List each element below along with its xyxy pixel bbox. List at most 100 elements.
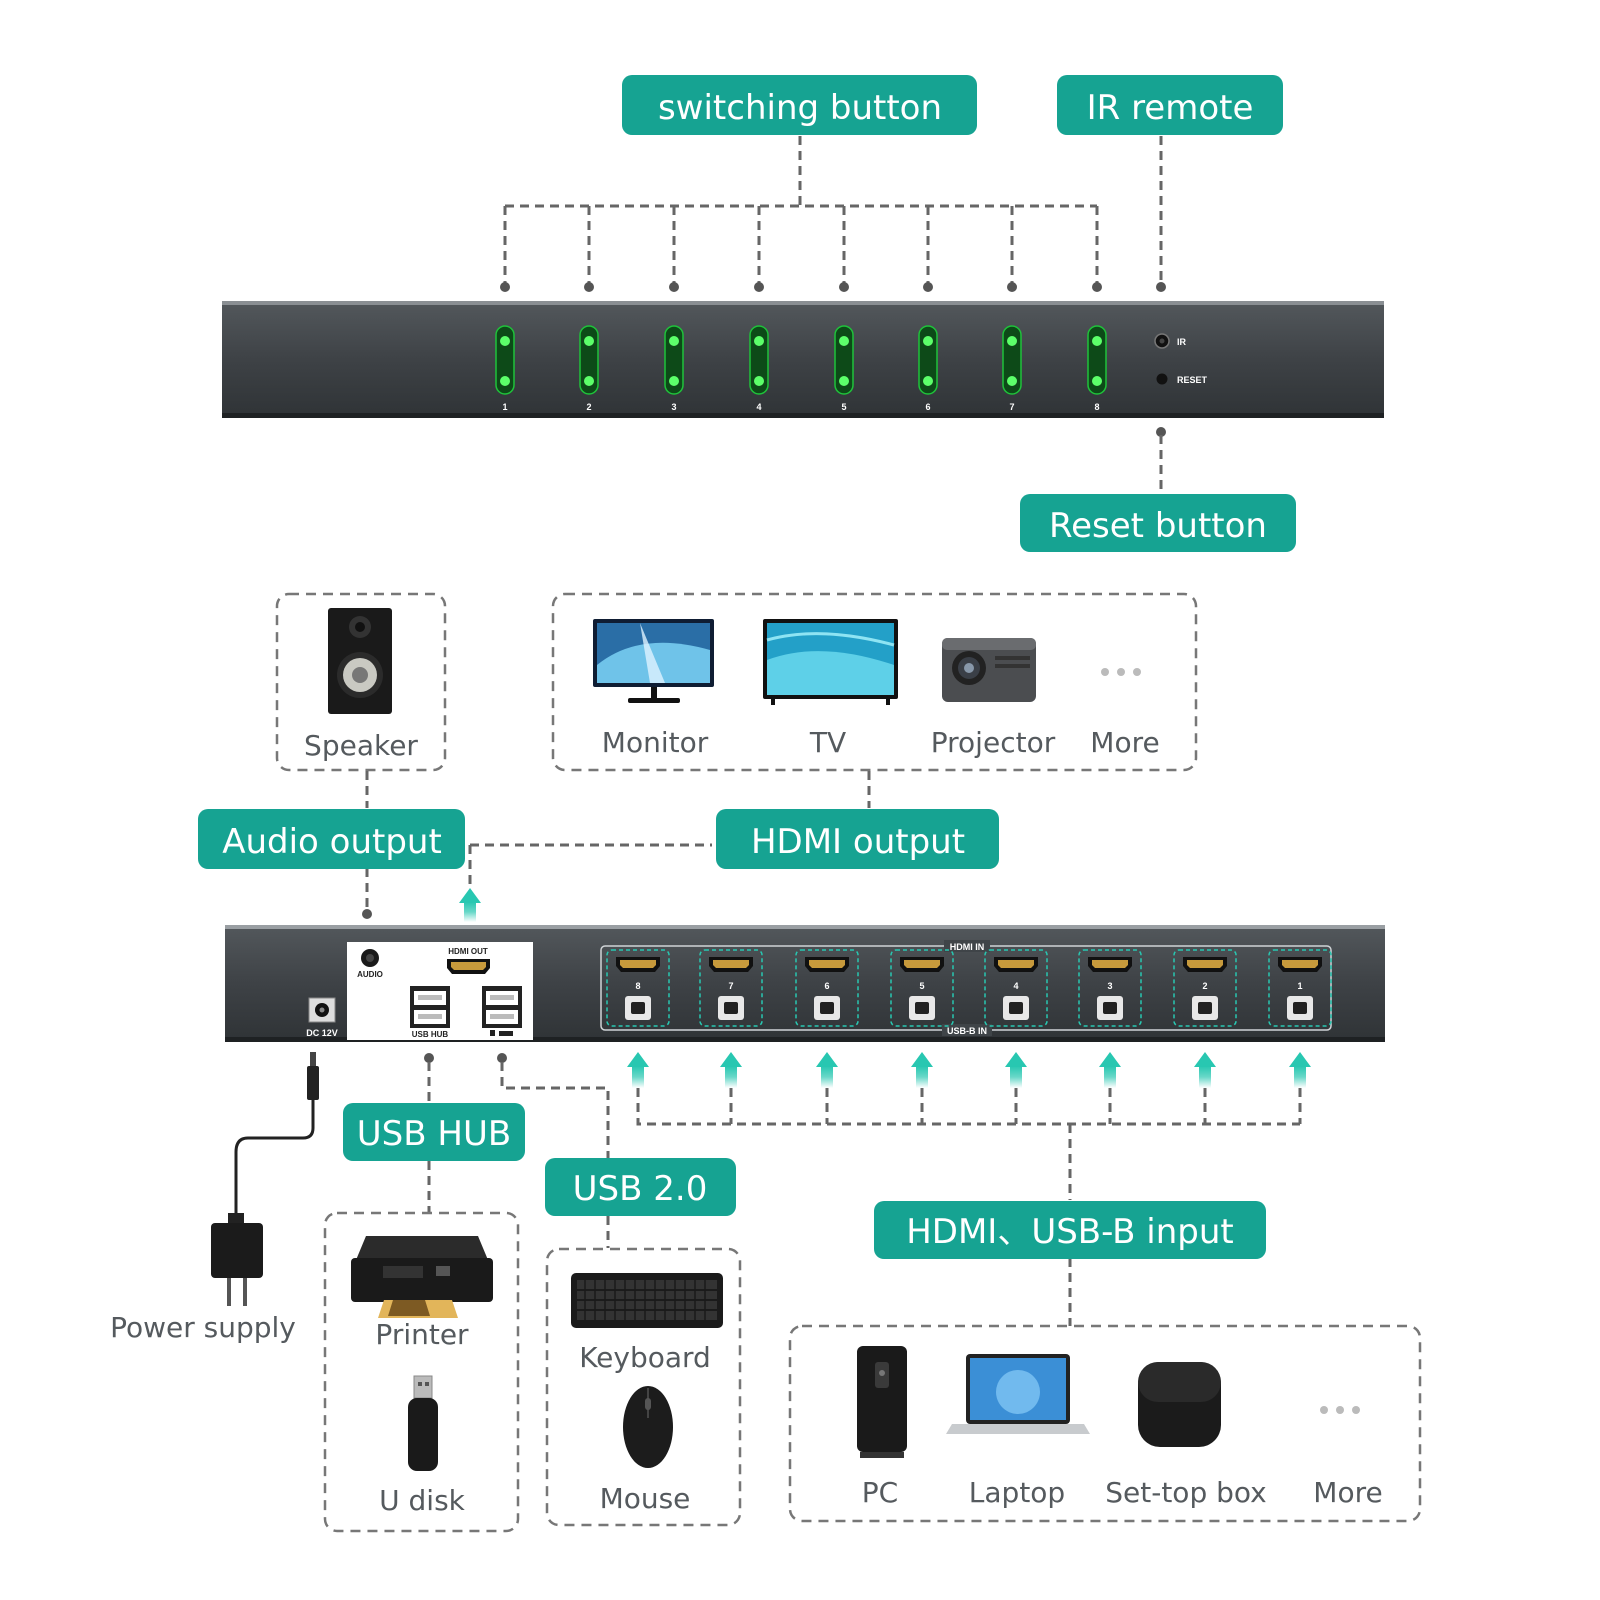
switch-button-3[interactable]: 3 <box>664 325 684 412</box>
switch-button-number: 4 <box>756 402 761 412</box>
switching-button-callout: switching button <box>622 75 977 135</box>
printer-icon <box>351 1236 493 1318</box>
front-panel <box>222 301 1384 418</box>
ir-text: IR <box>1177 337 1187 347</box>
mouse-label: Mouse <box>600 1482 691 1515</box>
input-devices-box: PC Laptop Set-top box More <box>788 1324 1422 1523</box>
power-cable <box>234 1052 319 1215</box>
u-disk-label: U disk <box>379 1484 466 1517</box>
port-number: 3 <box>1107 981 1112 991</box>
input-arrows <box>627 1052 1311 1088</box>
monitor-icon <box>593 619 714 703</box>
monitor-label: Monitor <box>602 726 709 759</box>
input-port-8: 8 <box>606 949 670 1027</box>
switch-connector-dots <box>500 282 1166 437</box>
tv-label: TV <box>809 726 846 759</box>
hdmi-out-arrow-icon <box>459 888 481 922</box>
reset-button-callout: Reset button <box>1020 494 1296 552</box>
hdmi-in-label: HDMI IN <box>950 942 985 952</box>
front-buttons: 1 2 3 4 5 6 7 8 <box>495 325 1107 412</box>
set-top-box-icon <box>1138 1362 1221 1447</box>
input-arrow-icon <box>1194 1052 1216 1088</box>
keyboard-icon <box>571 1273 723 1328</box>
switch-button-2[interactable]: 2 <box>579 325 599 412</box>
dc-port-label: DC 12V <box>306 1028 338 1038</box>
printer-label: Printer <box>375 1318 469 1351</box>
reset-button-label: Reset button <box>1049 506 1267 546</box>
laptop-icon <box>946 1354 1090 1434</box>
rear-ports: 8 7 6 5 4 3 2 1 <box>606 949 1332 1027</box>
rear-panel <box>225 925 1385 1042</box>
usb-kbm-ports <box>482 986 522 1036</box>
speaker-icon <box>328 608 392 714</box>
input-arrow-icon <box>720 1052 742 1088</box>
speaker-label: Speaker <box>304 729 418 762</box>
input-arrow-icon <box>1289 1052 1311 1088</box>
switching-button-label: switching button <box>658 88 942 128</box>
laptop-label: Laptop <box>969 1476 1065 1509</box>
pc-icon <box>857 1346 907 1458</box>
input-port-7: 7 <box>699 949 763 1027</box>
more-output-label: More <box>1090 726 1159 759</box>
port-number: 2 <box>1202 981 1207 991</box>
input-arrow-icon <box>627 1052 649 1088</box>
switch-button-5[interactable]: 5 <box>834 325 854 412</box>
switch-button-1[interactable]: 1 <box>495 325 515 412</box>
hdmi-usbb-input-label: HDMI、USB-B input <box>906 1212 1234 1252</box>
usb-hub-devices-box: Printer U disk <box>323 1211 520 1533</box>
audio-jack: AUDIO <box>357 949 383 979</box>
tv-icon <box>763 619 898 705</box>
port-number: 8 <box>635 981 640 991</box>
port-number: 6 <box>824 981 829 991</box>
dc-power-port: DC 12V <box>306 997 338 1038</box>
input-port-2: 2 <box>1173 949 1237 1027</box>
more-input-label: More <box>1313 1476 1382 1509</box>
audio-port-label: AUDIO <box>357 970 383 979</box>
keyboard-label: Keyboard <box>579 1341 711 1374</box>
hdmi-usbb-in-frame: HDMI IN USB-B IN <box>600 940 1332 1036</box>
hdmi-out-port-label: HDMI OUT <box>448 947 488 956</box>
audio-output-label: Audio output <box>222 822 442 862</box>
projector-icon <box>942 638 1036 702</box>
input-port-6: 6 <box>795 949 859 1027</box>
port-number: 5 <box>919 981 924 991</box>
usb-20-callout: USB 2.0 <box>545 1158 736 1216</box>
power-adapter-icon <box>211 1213 263 1306</box>
switch-button-number: 6 <box>925 402 930 412</box>
input-port-3: 3 <box>1078 949 1142 1027</box>
switch-button-4[interactable]: 4 <box>749 325 769 412</box>
usb-20-devices-box: Keyboard Mouse <box>545 1247 742 1527</box>
switch-button-number: 2 <box>586 402 591 412</box>
input-port-5: 5 <box>890 949 954 1027</box>
switch-button-7[interactable]: 7 <box>1002 325 1022 412</box>
switch-button-8[interactable]: 8 <box>1087 325 1107 412</box>
reset-button[interactable]: RESET <box>1156 373 1208 386</box>
hdmi-out-port: HDMI OUT <box>447 947 490 974</box>
input-port-1: 1 <box>1268 949 1332 1027</box>
port-number: 1 <box>1297 981 1302 991</box>
usbb-in-label: USB-B IN <box>947 1026 987 1036</box>
usb-hub-callout: USB HUB <box>343 1103 525 1161</box>
mouse-icon <box>623 1386 673 1468</box>
hdmi-output-devices-box: Monitor TV Projector More <box>551 592 1198 772</box>
ir-remote-callout: IR remote <box>1057 75 1283 135</box>
power-supply-label: Power supply <box>110 1311 296 1344</box>
ir-remote-label: IR remote <box>1087 88 1254 128</box>
switch-button-6[interactable]: 6 <box>918 325 938 412</box>
set-top-box-label: Set-top box <box>1105 1476 1266 1509</box>
hdmi-output-callout: HDMI output <box>716 809 999 869</box>
u-disk-icon <box>408 1375 438 1471</box>
switch-button-number: 7 <box>1009 402 1014 412</box>
input-arrow-icon <box>1099 1052 1121 1088</box>
usb-20-label: USB 2.0 <box>573 1169 708 1209</box>
speaker-box: Speaker <box>275 592 447 772</box>
hdmi-usbb-input-callout: HDMI、USB-B input <box>874 1201 1266 1259</box>
input-port-4: 4 <box>984 949 1048 1027</box>
ir-sensor: IR <box>1154 333 1187 349</box>
switch-button-number: 1 <box>502 402 507 412</box>
reset-text: RESET <box>1177 375 1208 385</box>
switch-button-number: 5 <box>841 402 846 412</box>
usb-hub-port-label: USB HUB <box>412 1030 449 1039</box>
projector-label: Projector <box>931 726 1056 759</box>
